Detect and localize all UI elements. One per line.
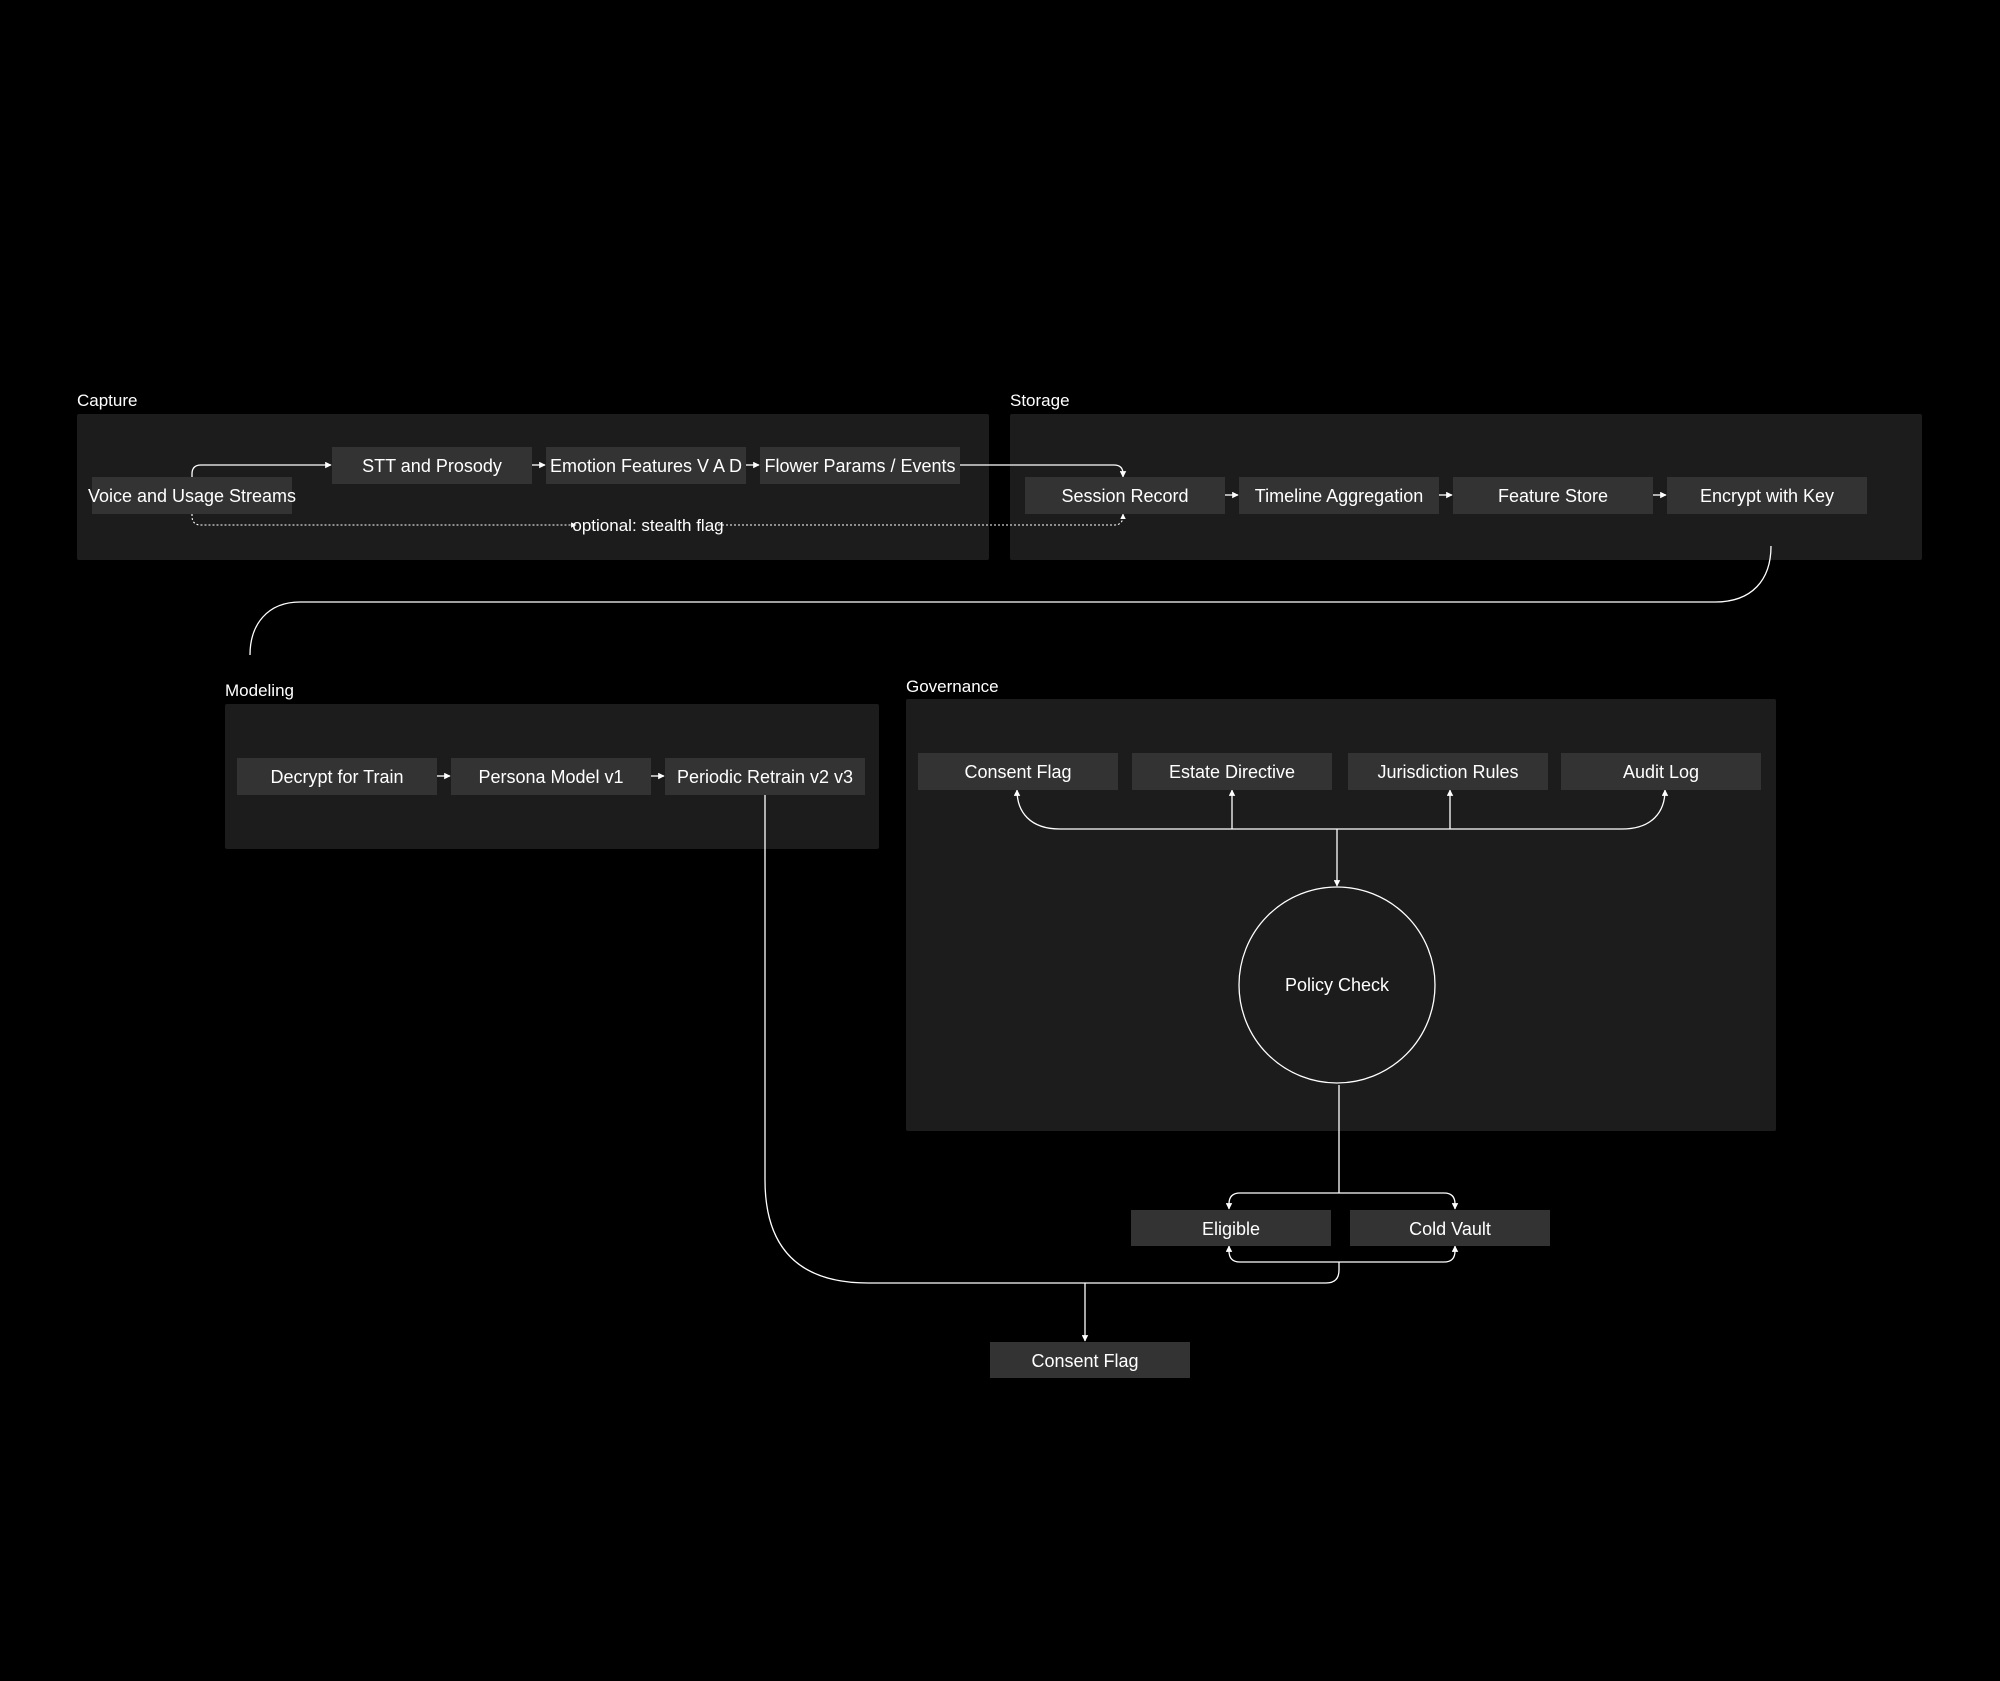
node-stt-prosody[interactable]: STT and Prosody bbox=[332, 447, 532, 484]
node-decrypt-train[interactable]: Decrypt for Train bbox=[237, 758, 437, 795]
node-encrypt-key-label: Encrypt with Key bbox=[1700, 486, 1834, 506]
node-cold-vault-label: Cold Vault bbox=[1409, 1219, 1491, 1239]
node-voice-streams-label: Voice and Usage Streams bbox=[88, 486, 296, 506]
node-flower-params-label: Flower Params / Events bbox=[764, 456, 955, 476]
node-consent-flag-gov[interactable]: Consent Flag bbox=[918, 753, 1118, 790]
node-policy-check-label: Policy Check bbox=[1285, 975, 1390, 995]
node-voice-streams[interactable]: Voice and Usage Streams bbox=[88, 477, 296, 514]
node-encrypt-key[interactable]: Encrypt with Key bbox=[1667, 477, 1867, 514]
edge-loop-to-merge bbox=[1085, 1262, 1340, 1284]
node-session-record[interactable]: Session Record bbox=[1025, 477, 1225, 514]
node-estate-directive[interactable]: Estate Directive bbox=[1132, 753, 1332, 790]
node-consent-flag-out-label: Consent Flag bbox=[1031, 1351, 1138, 1371]
node-periodic-retrain[interactable]: Periodic Retrain v2 v3 bbox=[665, 758, 865, 795]
node-timeline-aggregation-label: Timeline Aggregation bbox=[1255, 486, 1423, 506]
node-cold-vault[interactable]: Cold Vault bbox=[1350, 1210, 1550, 1246]
edge-retrain-to-merge bbox=[764, 790, 1085, 1284]
edge-consent-to-policy bbox=[1013, 789, 1337, 830]
node-estate-directive-label: Estate Directive bbox=[1169, 762, 1295, 782]
edge-audit-to-policy bbox=[1337, 789, 1669, 830]
edge-stealth-flag-right bbox=[718, 513, 1126, 526]
node-stt-prosody-label: STT and Prosody bbox=[362, 456, 502, 476]
modeling-group-label: Modeling bbox=[225, 681, 294, 700]
node-decrypt-train-label: Decrypt for Train bbox=[270, 767, 403, 787]
node-persona-model-label: Persona Model v1 bbox=[478, 767, 623, 787]
node-feature-store-label: Feature Store bbox=[1498, 486, 1608, 506]
edge-stealth-flag-left bbox=[191, 514, 577, 528]
node-audit-log-label: Audit Log bbox=[1623, 762, 1699, 782]
node-emotion-features[interactable]: Emotion Features V A D bbox=[546, 447, 746, 484]
node-consent-flag-out[interactable]: Consent Flag bbox=[990, 1342, 1190, 1378]
edge-policy-to-coldvault bbox=[1339, 1192, 1459, 1210]
edge-flower-to-session bbox=[960, 464, 1127, 478]
node-consent-flag-gov-label: Consent Flag bbox=[964, 762, 1071, 782]
storage-group-label: Storage bbox=[1010, 391, 1070, 410]
node-persona-model[interactable]: Persona Model v1 bbox=[451, 758, 651, 795]
node-emotion-features-label: Emotion Features V A D bbox=[550, 456, 742, 476]
node-audit-log[interactable]: Audit Log bbox=[1561, 753, 1761, 790]
node-eligible[interactable]: Eligible bbox=[1131, 1210, 1331, 1246]
edge-loop-to-coldvault bbox=[1339, 1245, 1459, 1263]
edge-encrypt-to-decrypt bbox=[249, 545, 1772, 656]
node-jurisdiction-rules-label: Jurisdiction Rules bbox=[1377, 762, 1518, 782]
node-feature-store[interactable]: Feature Store bbox=[1453, 477, 1653, 514]
edge-policy-to-eligible bbox=[1225, 1192, 1339, 1210]
governance-group-label: Governance bbox=[906, 677, 999, 696]
edge-voice-to-stt bbox=[191, 461, 332, 477]
capture-group-label: Capture bbox=[77, 391, 137, 410]
node-session-record-label: Session Record bbox=[1061, 486, 1188, 506]
node-timeline-aggregation[interactable]: Timeline Aggregation bbox=[1239, 477, 1439, 514]
node-periodic-retrain-label: Periodic Retrain v2 v3 bbox=[677, 767, 853, 787]
node-policy-check[interactable]: Policy Check bbox=[1238, 886, 1436, 1084]
node-eligible-label: Eligible bbox=[1202, 1219, 1260, 1239]
node-jurisdiction-rules[interactable]: Jurisdiction Rules bbox=[1348, 753, 1548, 790]
node-flower-params[interactable]: Flower Params / Events bbox=[760, 447, 960, 484]
stealth-flag-label: optional: stealth flag bbox=[572, 516, 723, 535]
edge-loop-to-eligible bbox=[1225, 1245, 1339, 1263]
